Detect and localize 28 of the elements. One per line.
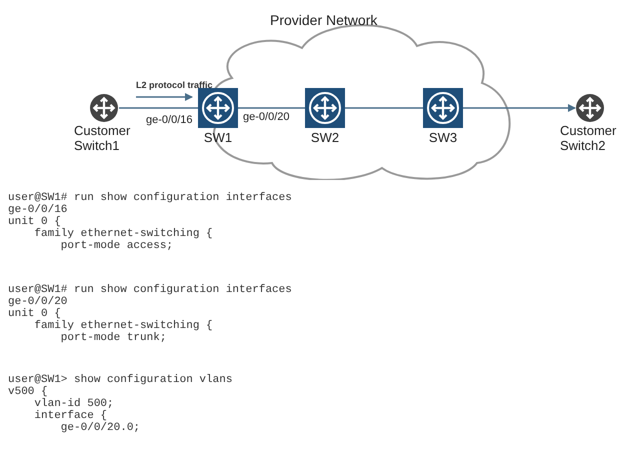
connector-line [345, 107, 423, 109]
config-line: family ethernet-switching { [33, 320, 213, 332]
config-line: vlan-id 500; [33, 398, 114, 410]
config-line: interface { [33, 410, 108, 422]
config-line: port-mode trunk; [60, 332, 166, 344]
device-label: SW2 [310, 130, 340, 145]
traffic-label: L2 protocol traffic [136, 80, 213, 90]
config-line: port-mode access; [60, 240, 174, 252]
config-line: ge-0/0/20.0; [60, 422, 140, 434]
device-label: Customer Switch2 [560, 123, 618, 153]
config-line: unit 0 { [8, 308, 61, 320]
config-line: family ethernet-switching { [33, 228, 213, 240]
connector-line [463, 104, 576, 112]
device-label: Customer Switch1 [74, 123, 132, 153]
cloud-title: Provider Network [270, 12, 378, 28]
config-line: user@SW1# run show configuration interfaces [8, 284, 292, 296]
device-label: SW3 [428, 130, 458, 145]
device-label: SW1 [202, 130, 234, 145]
connector-line [119, 107, 198, 109]
config-line: unit 0 { [8, 216, 61, 228]
interface-label: ge-0/0/16 [146, 114, 192, 126]
config-line: user@SW1> show configuration vlans [8, 374, 232, 386]
config-line: ge-0/0/20 [8, 296, 68, 308]
config-line: user@SW1# run show configuration interfaces [8, 192, 292, 204]
connector-line [238, 107, 305, 109]
config-line: v500 { [8, 386, 48, 398]
config-line: ge-0/0/16 [8, 204, 68, 216]
interface-label: ge-0/0/20 [243, 111, 290, 123]
